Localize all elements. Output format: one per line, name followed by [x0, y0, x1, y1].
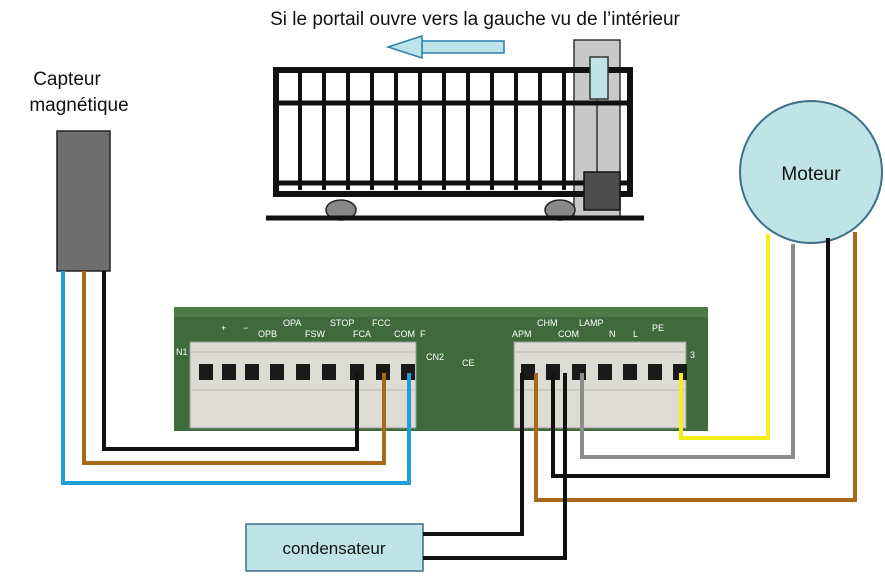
terminal-label-opa: OPA: [283, 318, 301, 328]
wire-gray-motor-com: [580, 244, 795, 459]
wire-brown-sensor-fcc: [82, 271, 386, 465]
terminal-label-pe: PE: [652, 323, 664, 333]
terminal-board: [174, 307, 708, 431]
opening-direction-arrow: [385, 34, 505, 60]
terminal-label-fsw: FSW: [305, 329, 326, 339]
sliding-gate: [266, 39, 644, 221]
terminal-label-chm: CHM: [537, 318, 558, 328]
terminal-label-opb: OPB: [258, 329, 277, 339]
terminal-label-com: COM: [394, 329, 415, 339]
board-edge-label-right: 3: [690, 350, 695, 360]
terminal-label-fcc: FCC: [372, 318, 391, 328]
terminal-label-apm: APM: [512, 329, 532, 339]
terminal-label-fca: FCA: [353, 329, 371, 339]
wire-black-sensor-fca: [102, 271, 359, 451]
diagram-title: Si le portail ouvre vers la gauche vu de…: [270, 9, 680, 30]
terminal-label-com-right: COM: [558, 329, 579, 339]
connector-cn2-label: CN2: [426, 352, 444, 362]
terminal-label-lamp: LAMP: [579, 318, 604, 328]
magnetic-sensor: [56, 130, 111, 272]
motor: [739, 100, 883, 244]
motor-label: Moteur: [781, 164, 841, 185]
wire-black-motor-chm: [551, 238, 830, 478]
terminal-label-stop: STOP: [330, 318, 354, 328]
sensor-label-line2: magnétique: [29, 95, 128, 116]
wire-black-capacitor-apm: [423, 373, 524, 536]
wire-blue-sensor-com: [61, 271, 411, 485]
board-edge-label-left: N1: [176, 347, 188, 357]
wire-black-capacitor-chm: [423, 373, 567, 560]
terminal-label-l: L: [633, 329, 638, 339]
sensor-label-line1: Capteur: [33, 69, 101, 90]
terminal-label-f: F: [420, 329, 426, 339]
terminal-label-plus: +: [221, 323, 226, 333]
capacitor: [245, 523, 424, 572]
wire-yellow-motor-pe: [679, 234, 770, 440]
terminal-label-n: N: [609, 329, 616, 339]
wire-brown-motor-apm: [534, 232, 857, 502]
capacitor-label: condensateur: [282, 539, 385, 558]
ce-mark: CE: [462, 358, 475, 368]
terminal-label-minus: −: [243, 323, 248, 333]
